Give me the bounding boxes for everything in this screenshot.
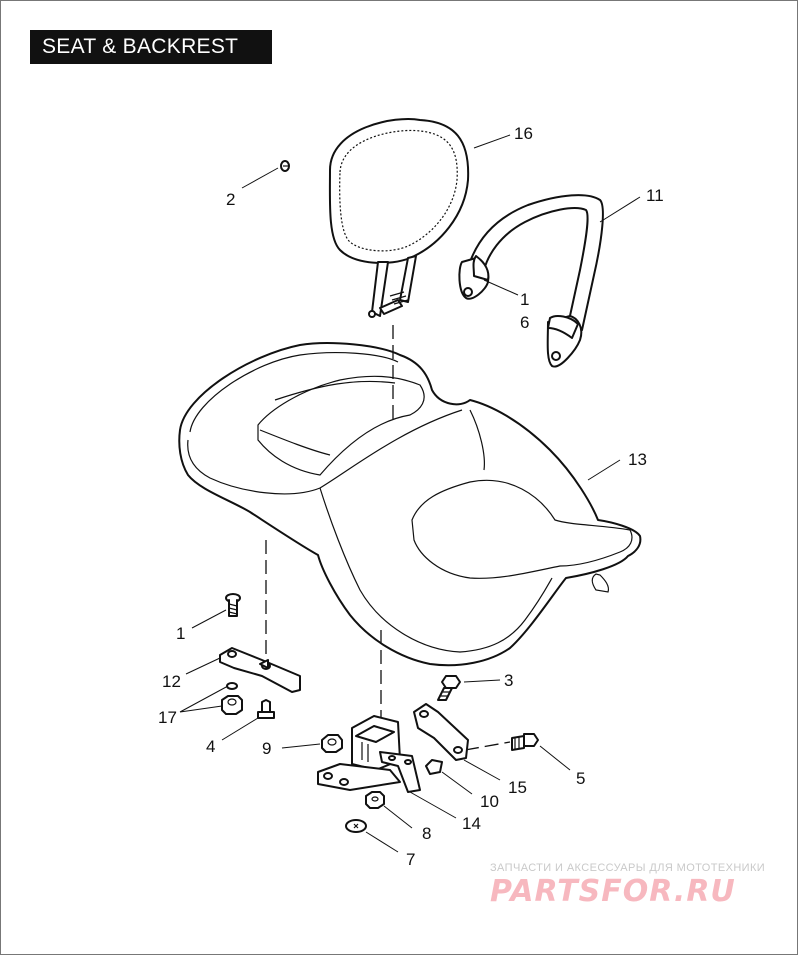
callout-3: 3 bbox=[504, 671, 513, 690]
callout-16: 16 bbox=[514, 124, 533, 143]
nut-9 bbox=[321, 734, 343, 753]
callout-labels: 2 16 11 1 6 13 1 12 17 4 9 3 5 15 10 14 … bbox=[158, 124, 664, 869]
callout-12: 12 bbox=[162, 672, 181, 691]
callout-10: 10 bbox=[480, 792, 499, 811]
nut-17 bbox=[221, 682, 243, 715]
callout-5: 5 bbox=[576, 769, 585, 788]
callout-15: 15 bbox=[508, 778, 527, 797]
washer-7 bbox=[345, 819, 367, 833]
watermark-logo: PARTSFOR.RU bbox=[490, 874, 736, 909]
callout-17: 17 bbox=[158, 708, 177, 727]
screw-2 bbox=[280, 160, 290, 172]
callout-7: 7 bbox=[406, 850, 415, 869]
bracket-15 bbox=[413, 703, 469, 761]
diagram-title: SEAT & BACKREST bbox=[30, 30, 272, 64]
callout-13: 13 bbox=[628, 450, 647, 469]
assembly-line-screw5 bbox=[464, 741, 511, 751]
callout-6: 6 bbox=[520, 313, 529, 332]
bracket-12 bbox=[219, 647, 301, 693]
screw-4 bbox=[257, 699, 275, 719]
leader-lines bbox=[179, 134, 641, 853]
screw-5 bbox=[511, 733, 539, 751]
watermark-tagline: ЗАПЧАСТИ И АКСЕССУАРЫ ДЛЯ МОТОТЕХНИКИ bbox=[490, 862, 766, 874]
backrest-bracket bbox=[458, 194, 604, 368]
callout-4: 4 bbox=[206, 737, 215, 756]
screw-3 bbox=[437, 675, 461, 701]
callout-11: 11 bbox=[646, 186, 664, 205]
callout-2: 2 bbox=[226, 190, 235, 209]
callout-1-bracket: 1 bbox=[520, 290, 529, 309]
callout-8: 8 bbox=[422, 824, 431, 843]
nut-8 bbox=[365, 791, 385, 809]
callout-14: 14 bbox=[462, 814, 481, 833]
callout-1-left: 1 bbox=[176, 624, 185, 643]
backrest-pad bbox=[328, 118, 470, 318]
clip-10 bbox=[425, 759, 443, 775]
center-bracket bbox=[317, 715, 421, 793]
callout-9: 9 bbox=[262, 739, 271, 758]
screw-1-left bbox=[225, 593, 241, 617]
seat bbox=[178, 342, 642, 667]
